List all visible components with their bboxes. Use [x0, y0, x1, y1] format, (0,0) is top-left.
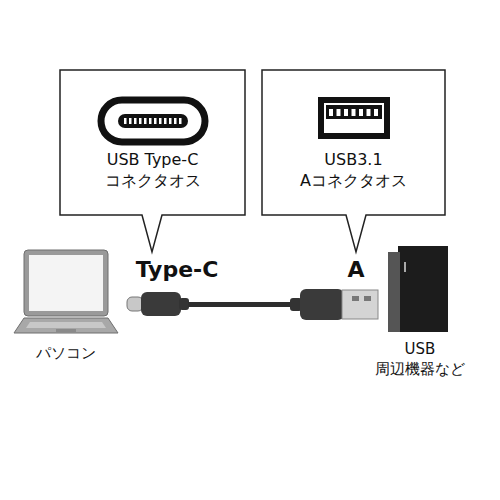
type-c-pins [124, 118, 182, 124]
callout-bubble [60, 70, 245, 252]
type-c-tongue [118, 114, 188, 128]
usb-a-tongue [326, 105, 382, 119]
usb-device [388, 246, 448, 332]
device-label: パソコン [16, 344, 116, 364]
laptop [14, 250, 118, 333]
usb-cable [127, 289, 378, 320]
usb-a-pins [329, 109, 378, 116]
callout-text: USB3.1 Aコネクタオス [276, 150, 431, 192]
usb-a-icon [321, 100, 387, 136]
type-c-icon [101, 100, 205, 142]
callout-bubble [262, 70, 445, 252]
callout-box: USB Type-C コネクタオス [62, 150, 243, 192]
device-label: USB 周辺機器など [365, 340, 475, 379]
connector-label: A [336, 256, 376, 285]
connector-label: Type-C [117, 256, 237, 285]
callout-box: USB3.1 Aコネクタオス [264, 150, 443, 192]
callout-text: USB Type-C コネクタオス [74, 150, 231, 192]
